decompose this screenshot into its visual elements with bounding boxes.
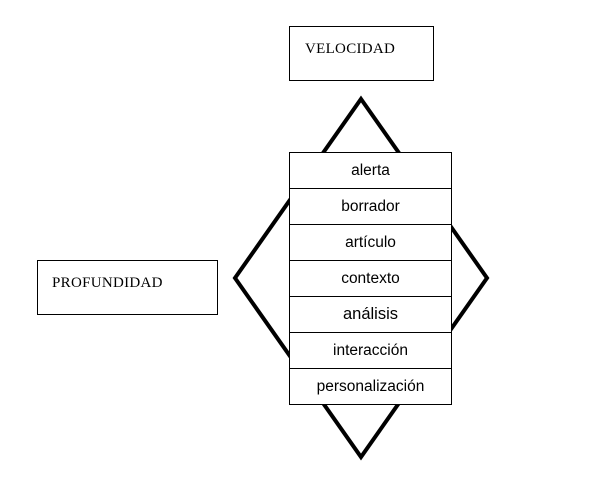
stack-item-borrador: borrador [290,189,451,225]
stack-item-analisis: análisis [290,297,451,333]
stack-item-personalizacion: personalización [290,369,451,405]
stack-item-alerta: alerta [290,153,451,189]
stack-item-interaccion: interacción [290,333,451,369]
profundidad-label-box: PROFUNDIDAD [37,260,218,315]
velocidad-label: VELOCIDAD [305,41,396,57]
stack-item-contexto: contexto [290,261,451,297]
profundidad-label: PROFUNDIDAD [52,275,163,291]
content-stack: alerta borrador artículo contexto anális… [289,152,452,405]
stack-item-articulo: artículo [290,225,451,261]
velocidad-label-box: VELOCIDAD [289,26,434,81]
